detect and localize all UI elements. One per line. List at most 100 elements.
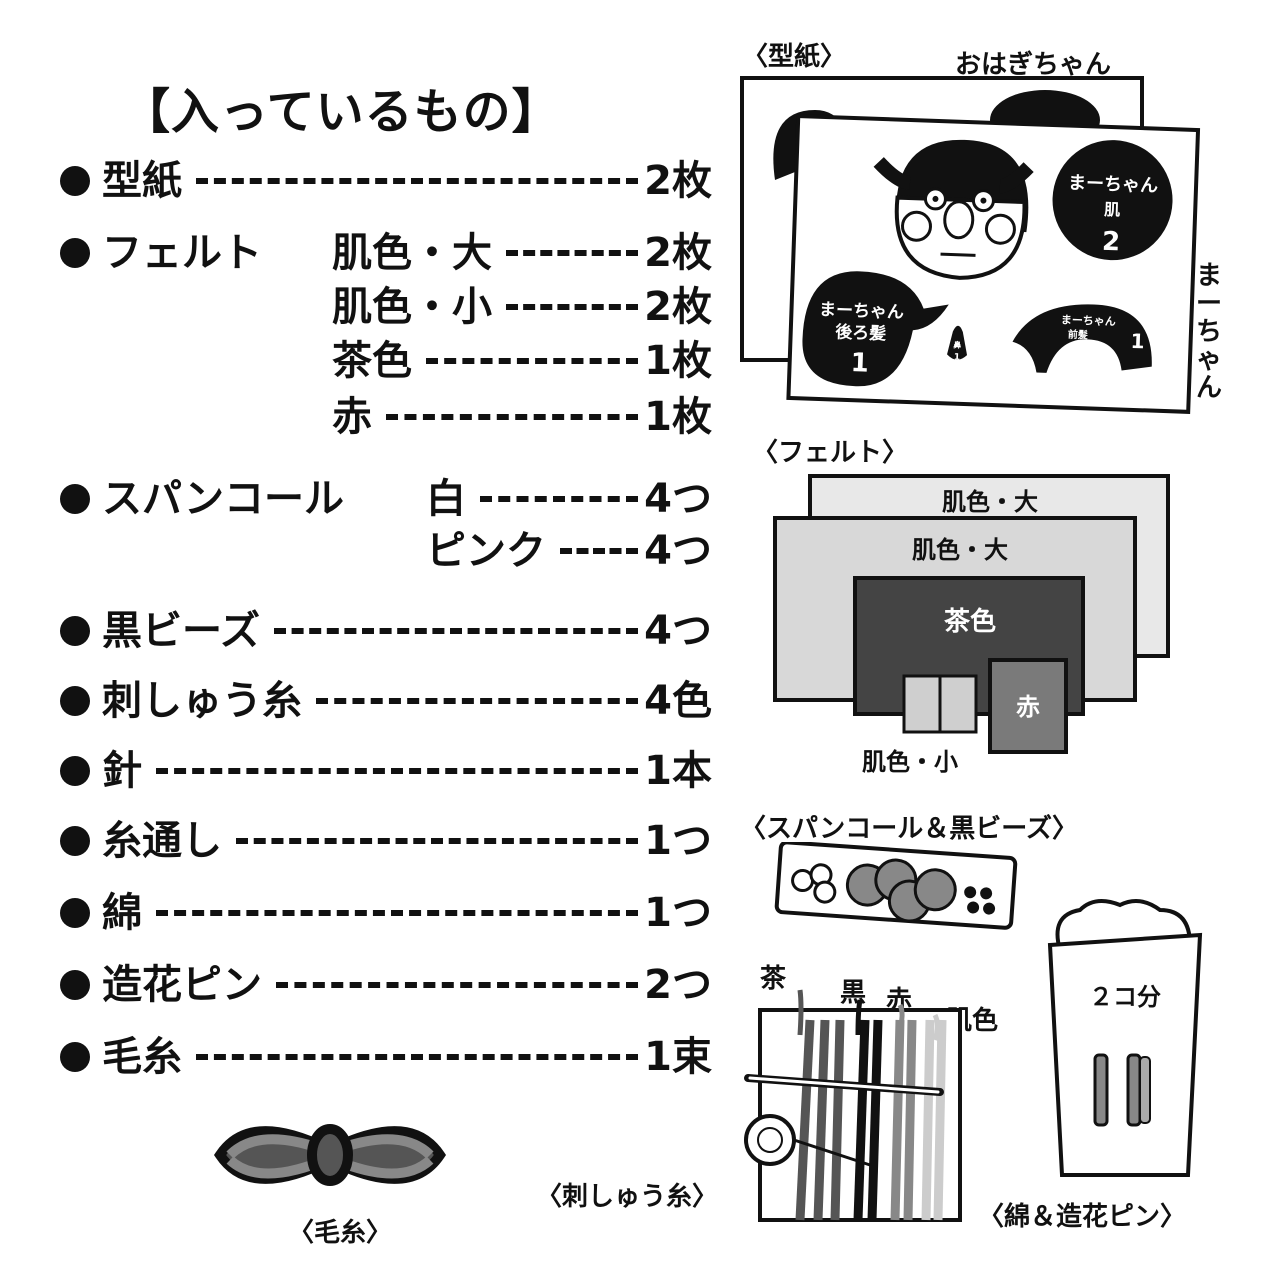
item-quantity: 4色: [644, 678, 712, 724]
list-item: 造花ピン 2つ: [60, 960, 712, 1010]
item-quantity: 1枚: [644, 338, 712, 384]
nose-piece-label: 鼻: [953, 340, 961, 350]
nose-piece-shape: [947, 325, 968, 360]
leader-dashes: [386, 414, 638, 420]
pattern-back-label: おはぎちゃん: [955, 50, 1112, 80]
list-item: 毛糸 1束: [60, 1032, 712, 1082]
leader-dashes: [156, 768, 638, 774]
list-item: ピンク 4つ: [60, 526, 712, 576]
front-hair-piece-shape: [1012, 304, 1152, 373]
item-quantity: 2枚: [644, 284, 712, 330]
felt-skin-small-label: 肌色・小: [862, 748, 958, 776]
list-item: 赤 1枚: [60, 392, 712, 442]
back-hair-piece-shape: [802, 271, 949, 387]
page-title: 【入っているもの】: [122, 84, 561, 140]
item-variant: ピンク: [426, 528, 546, 574]
leader-dashes: [196, 1054, 638, 1060]
front-hair-piece-part: 前髪: [1068, 328, 1088, 342]
felt-skin-small-b: [938, 674, 978, 734]
felt-skin-large-front-label: 肌色・大: [912, 536, 1008, 564]
bullet-icon: [60, 1042, 90, 1072]
felt-red: [988, 658, 1068, 754]
item-variant: 茶色: [332, 338, 412, 384]
bullet-icon: [60, 238, 90, 268]
item-name: 毛糸: [102, 1034, 182, 1080]
nose-piece-num: 1: [954, 353, 961, 363]
bullet-icon: [60, 616, 90, 646]
skin-piece-shape: [1052, 140, 1173, 261]
pattern-illustration: まーちゃん 肌 2 まーちゃん 後ろ髪 1 鼻 1 まーちゃん 前髪 1: [740, 76, 1201, 414]
leader-dashes: [480, 496, 638, 502]
item-quantity: 1束: [644, 1034, 712, 1080]
item-quantity: 4つ: [644, 528, 712, 574]
item-variant: 肌色・小: [332, 284, 492, 330]
felt-caption: 〈フェルト〉: [752, 438, 909, 468]
cotton-bag: [1047, 932, 1203, 1177]
cotton-caption: 〈綿＆造花ピン〉: [978, 1202, 1187, 1232]
item-variant: 赤: [332, 394, 372, 440]
item-quantity: 1つ: [644, 818, 712, 864]
sequin-illustration: [774, 842, 1018, 930]
felt-skin-small-a: [902, 674, 942, 734]
item-quantity: 4つ: [644, 608, 712, 654]
list-item: 刺しゅう糸 4色: [60, 676, 712, 726]
item-name: 刺しゅう糸: [102, 678, 302, 724]
cotton-illustration: ２コ分: [1047, 899, 1203, 1177]
bullet-icon: [60, 686, 90, 716]
back-hair-piece-part: 後ろ髪: [835, 322, 887, 345]
sequin-caption: 〈スパンコール＆黒ビーズ〉: [740, 814, 1079, 844]
leader-dashes: [236, 838, 638, 844]
item-variant: 肌色・大: [332, 230, 492, 276]
leader-dashes: [506, 304, 638, 310]
thread-caption: 〈刺しゅう糸〉: [536, 1182, 719, 1212]
thread-label-brown: 茶: [760, 964, 787, 994]
leader-dashes: [156, 910, 638, 916]
bullet-icon: [60, 898, 90, 928]
list-item: 黒ビーズ 4つ: [60, 606, 712, 656]
felt-skin-large-back-label: 肌色・大: [942, 488, 1038, 516]
back-hair-piece-num: 1: [850, 348, 869, 379]
item-name: 造花ピン: [102, 962, 262, 1008]
item-quantity: 1本: [644, 748, 712, 794]
face-icon: [873, 139, 1034, 280]
item-name: 型紙: [102, 158, 182, 204]
felt-brown-label: 茶色: [944, 606, 996, 637]
yarn-skein-icon: [213, 1124, 447, 1186]
leader-dashes: [560, 548, 638, 554]
leader-dashes: [276, 982, 638, 988]
item-quantity: 1枚: [644, 394, 712, 440]
list-item: 針 1本: [60, 746, 712, 796]
yarn-illustration: [213, 1124, 447, 1186]
pattern-caption: 〈型紙〉: [742, 42, 847, 72]
back-hair-piece-name: まーちゃん: [819, 300, 905, 323]
list-item: 型紙 2枚: [60, 156, 712, 206]
skin-piece-num: 2: [1101, 227, 1120, 258]
front-hair-piece-name: まーちゃん: [1061, 313, 1116, 328]
item-variant: 白: [426, 476, 466, 522]
item-quantity: 2つ: [644, 962, 712, 1008]
black-bead-icon: [983, 902, 996, 915]
list-item: 糸通し 1つ: [60, 816, 712, 866]
item-name: スパンコール: [102, 476, 344, 522]
item-name: 糸通し: [102, 818, 222, 864]
skin-piece-part: 肌: [1104, 200, 1121, 220]
bullet-icon: [60, 970, 90, 1000]
item-name: 黒ビーズ: [102, 608, 260, 654]
leader-dashes: [316, 698, 638, 704]
list-item: 茶色 1枚: [60, 336, 712, 386]
item-quantity: 2枚: [644, 158, 712, 204]
cotton-amount: ２コ分: [1089, 983, 1161, 1011]
list-item: 肌色・小 2枚: [60, 282, 712, 332]
item-quantity: 1つ: [644, 890, 712, 936]
thread-wraps: [795, 1019, 947, 1221]
black-bead-icon: [980, 887, 993, 900]
bullet-icon: [60, 166, 90, 196]
black-bead-icon: [964, 886, 977, 899]
item-name: 針: [102, 748, 142, 794]
front-hair-piece-num: 1: [1130, 329, 1145, 353]
item-name: 綿: [102, 890, 142, 936]
felt-red-label: 赤: [1016, 693, 1040, 721]
felt-illustration: 肌色・大 肌色・大 茶色 赤 肌色・小: [773, 474, 1170, 776]
white-sequin-icon: [813, 880, 837, 904]
